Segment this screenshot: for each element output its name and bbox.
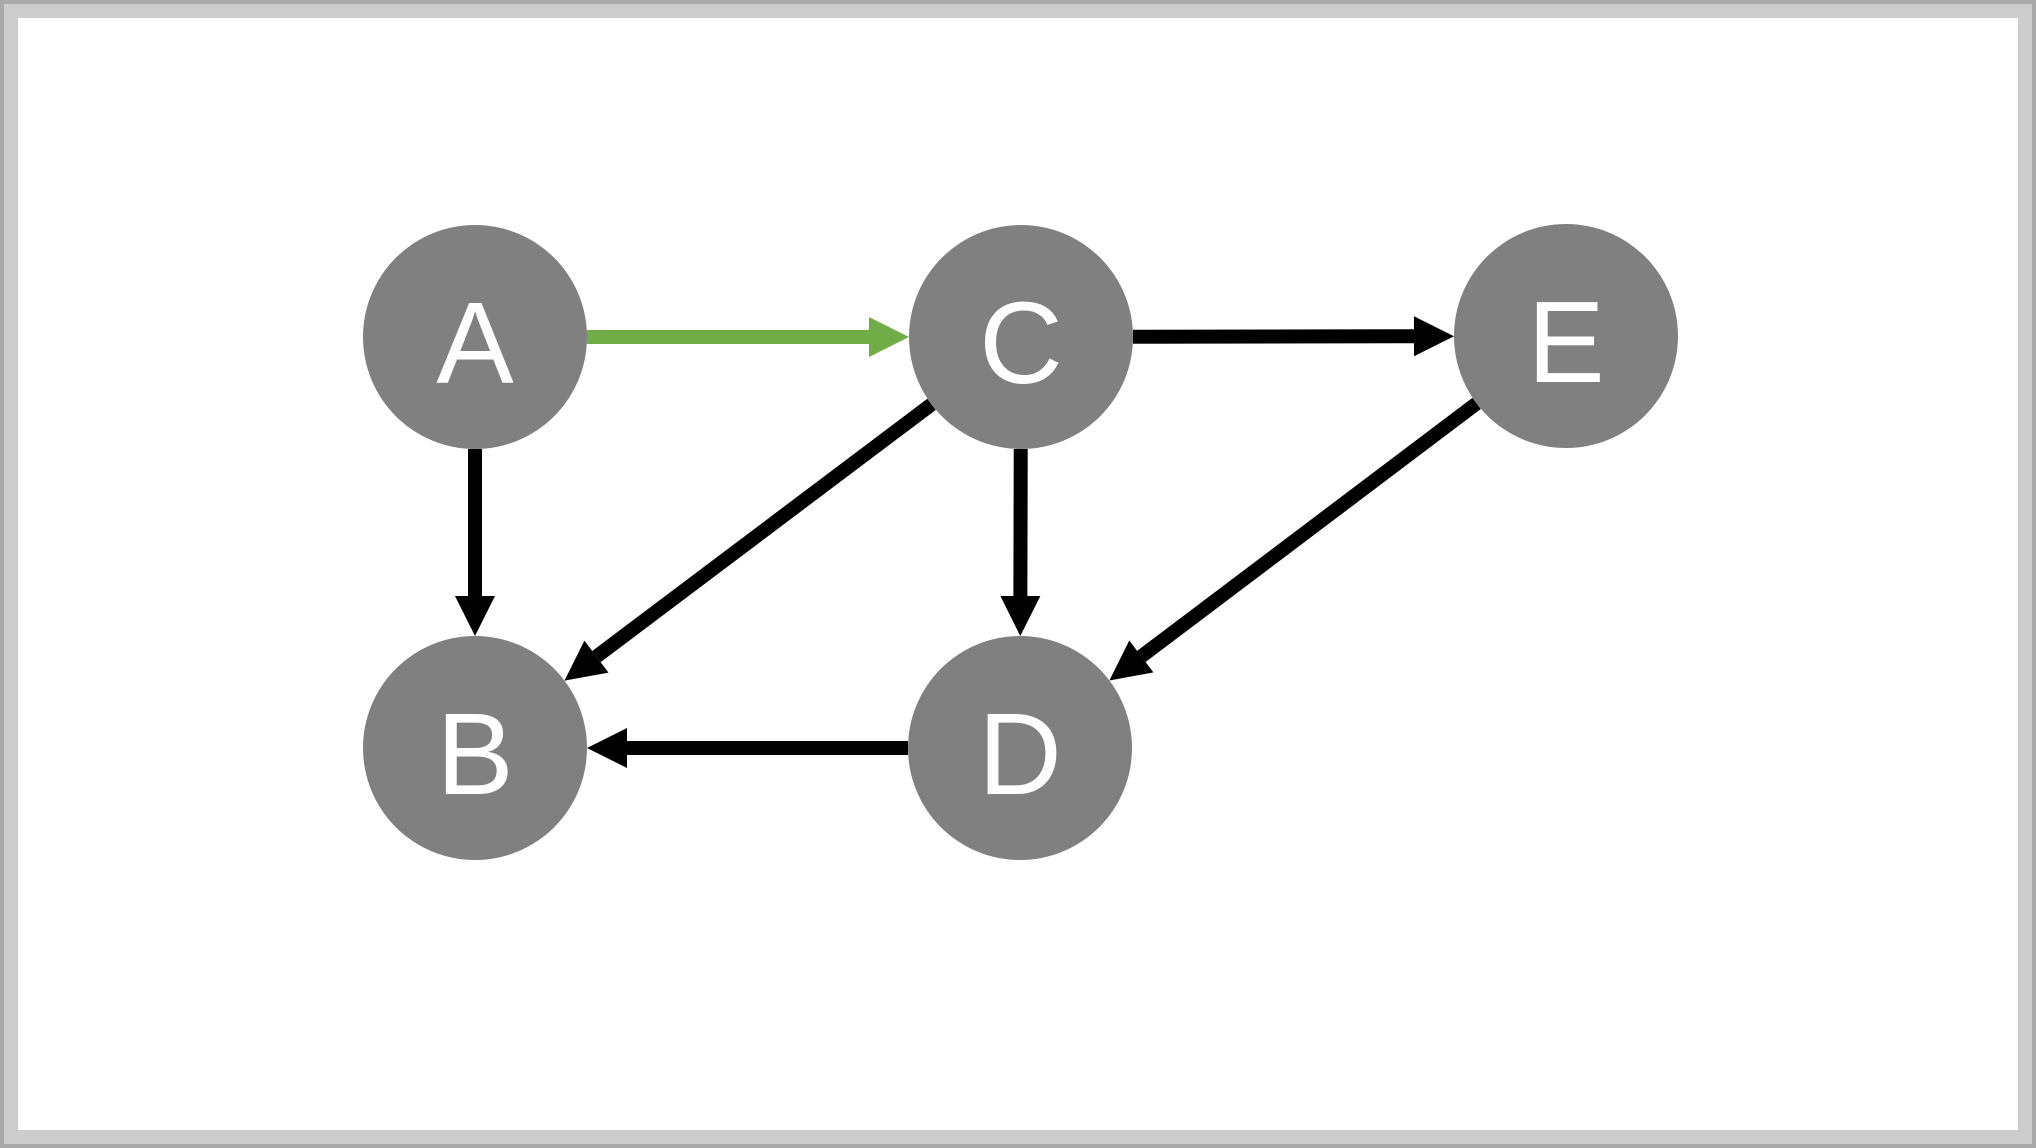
node-circle: [363, 225, 587, 449]
node-label: B: [436, 689, 513, 819]
node-label: E: [1527, 277, 1604, 407]
edge-C-B: [564, 398, 936, 681]
edges-layer: [455, 316, 1481, 768]
nodes-layer: A B C D E: [363, 224, 1678, 860]
arrowhead-icon: [587, 728, 627, 768]
node-label: C: [979, 278, 1063, 408]
node-E: E: [1454, 224, 1678, 448]
node-A: A: [363, 225, 587, 449]
edge-C-D: [1000, 448, 1041, 637]
node-D: D: [908, 636, 1132, 860]
node-circle: [363, 636, 587, 860]
node-circle: [1454, 224, 1678, 448]
node-label: D: [978, 689, 1062, 819]
edge-C-E: [1132, 316, 1455, 357]
edge-D-B: [587, 728, 908, 768]
arrowhead-icon: [1000, 595, 1041, 637]
edge-A-C: [587, 317, 909, 357]
arrowhead-icon: [869, 317, 909, 357]
arrowhead-icon: [1109, 640, 1154, 681]
node-B: B: [363, 636, 587, 860]
arrowhead-icon: [455, 596, 495, 636]
edge-E-D: [1109, 397, 1481, 681]
arrowhead-icon: [564, 640, 609, 681]
node-circle: [908, 636, 1132, 860]
edge-shaft: [1132, 329, 1415, 344]
node-C: C: [909, 225, 1133, 449]
edge-shaft: [1137, 397, 1481, 663]
arrowhead-icon: [1413, 316, 1455, 357]
edge-A-B: [455, 449, 495, 636]
edge-shaft: [592, 398, 936, 663]
node-label: A: [436, 278, 514, 408]
node-circle: [909, 225, 1133, 449]
